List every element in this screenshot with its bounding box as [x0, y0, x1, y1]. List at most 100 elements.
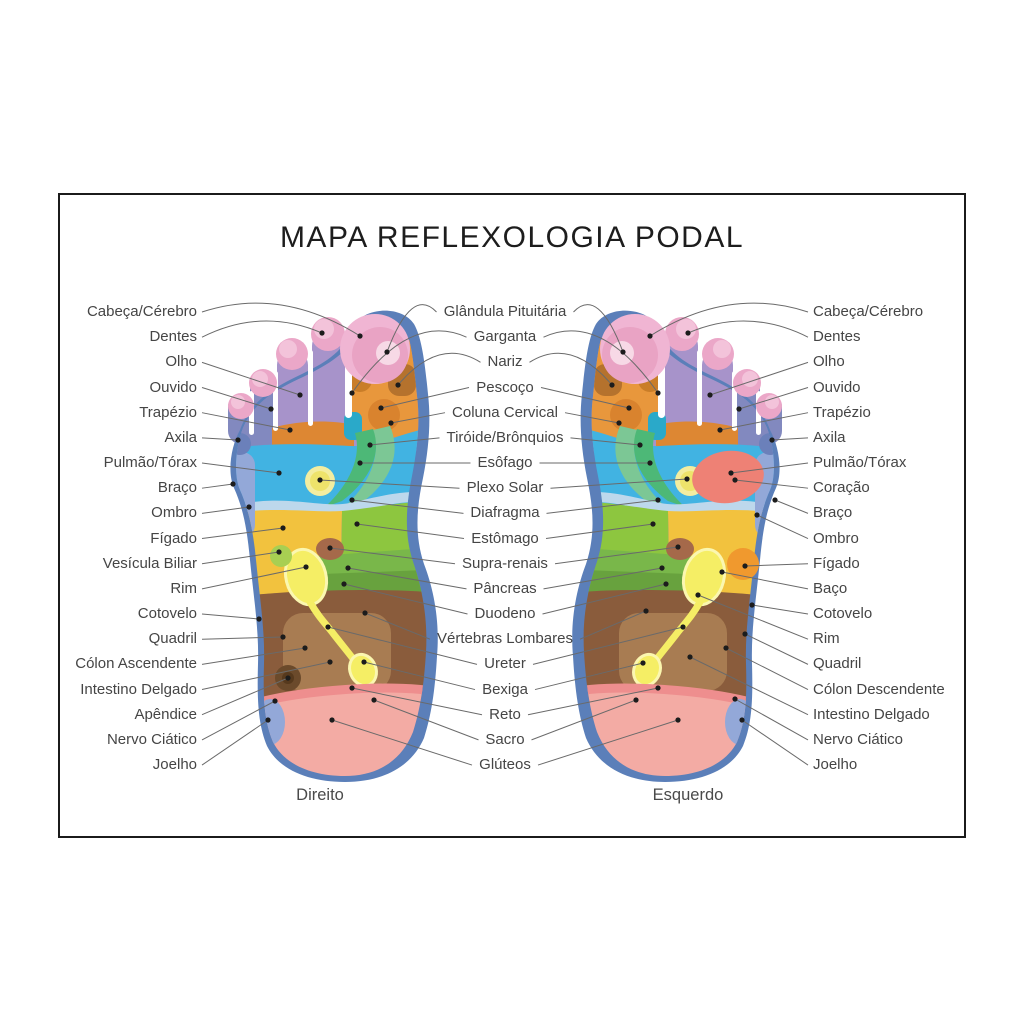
reflex-point-dot: [285, 675, 291, 681]
leader-line: [351, 330, 467, 394]
leader-line: [201, 661, 331, 691]
label-joelho: Joelho: [152, 756, 197, 774]
leader-line: [545, 523, 654, 540]
reflex-point-dot: [349, 390, 355, 396]
gallbladder-region: [270, 545, 292, 567]
leader-line: [738, 387, 809, 410]
label-reto: Reto: [489, 705, 521, 723]
reflex-point-dot: [707, 392, 713, 398]
reflex-point-dot: [327, 659, 333, 665]
leader-line: [751, 604, 809, 615]
leader-line: [741, 719, 809, 766]
leader-line: [331, 719, 473, 766]
caption-direito: Direito: [296, 786, 344, 804]
leader-line: [725, 647, 809, 690]
leader-line: [364, 612, 431, 640]
label-cotovelo: Cotovelo: [813, 605, 873, 623]
label-glandula-pituitaria: Glândula Pituitária: [443, 303, 567, 320]
reflex-point-dot: [265, 717, 271, 723]
leader-line: [386, 304, 437, 353]
reflex-point-dot: [349, 497, 355, 503]
label-quadril: Quadril: [813, 655, 862, 673]
reflex-point-dot: [395, 382, 401, 388]
leader-line: [201, 506, 250, 514]
reflex-point-dot: [276, 549, 282, 555]
reflex-point-dot: [626, 405, 632, 411]
label-pescoco: Pescoço: [476, 378, 534, 396]
label-olho: Olho: [813, 353, 845, 371]
reflex-point-dot: [287, 427, 293, 433]
reflex-point-dot: [388, 420, 394, 426]
reflex-point-dot: [367, 442, 373, 448]
label-cabeca-cerebro: Cabeça/Cérebro: [813, 303, 924, 320]
reflex-point-dot: [256, 616, 262, 622]
reflex-point-dot: [230, 481, 236, 487]
leader-line: [730, 462, 809, 474]
label-plexo-solar: Plexo Solar: [466, 479, 544, 497]
leader-line: [744, 563, 809, 567]
reflex-point-dot: [378, 405, 384, 411]
leader-line: [397, 352, 481, 386]
leader-line: [201, 302, 361, 337]
reflex-point-dot: [769, 437, 775, 443]
leader-line: [369, 437, 440, 446]
label-intestino-delgado: Intestino Delgado: [813, 705, 930, 723]
reflex-point-dot: [680, 624, 686, 630]
leader-line: [327, 626, 478, 665]
reflex-point-dot: [325, 624, 331, 630]
leader-line: [201, 361, 301, 396]
leader-line: [373, 699, 479, 741]
reflex-point-dot: [650, 521, 656, 527]
reflex-point-dot: [675, 717, 681, 723]
reflex-point-dot: [643, 608, 649, 614]
leader-line: [201, 462, 280, 474]
reflex-point-dot: [303, 564, 309, 570]
label-braco: Braço: [157, 479, 197, 497]
leader-line: [201, 387, 272, 410]
leader-line: [532, 626, 684, 665]
reflex-point-dot: [647, 460, 653, 466]
reflex-point-dot: [719, 569, 725, 575]
leader-line: [527, 687, 659, 716]
reflex-point-dot: [276, 470, 282, 476]
heart-region: [692, 450, 764, 504]
label-figado: Fígado: [150, 529, 197, 547]
reflex-point-dot: [349, 685, 355, 691]
label-nariz: Nariz: [487, 353, 523, 371]
label-trapezio: Trapézio: [139, 403, 197, 421]
reflex-point-dot: [235, 437, 241, 443]
label-nervo-ciatico: Nervo Ciático: [106, 730, 197, 748]
leader-line: [570, 437, 641, 446]
label-apendice: Apêndice: [134, 705, 197, 723]
leader-line: [709, 361, 809, 396]
label-rim: Rim: [813, 630, 840, 648]
caption-esquerdo: Esquerdo: [652, 786, 724, 804]
reflex-point-dot: [302, 645, 308, 651]
label-braco: Braço: [813, 504, 853, 522]
leader-line: [329, 547, 456, 565]
foot-left-esquerdo: [572, 311, 782, 782]
leader-line: [542, 583, 667, 615]
leader-line: [774, 499, 809, 514]
reflex-point-dot: [732, 696, 738, 702]
reflex-point-dot: [268, 406, 274, 412]
reflex-point-dot: [655, 390, 661, 396]
reflex-point-dot: [728, 470, 734, 476]
leader-line: [356, 523, 465, 540]
leader-line: [351, 499, 464, 514]
reflex-point-dot: [345, 565, 351, 571]
leader-line: [734, 698, 809, 741]
label-cotovelo: Cotovelo: [137, 605, 197, 623]
label-esofago: Esôfago: [477, 454, 533, 472]
label-olho: Olho: [165, 353, 197, 371]
label-coluna-cervical: Coluna Cervical: [452, 403, 558, 421]
label-bexiga: Bexiga: [482, 680, 528, 698]
label-baco: Baço: [813, 579, 848, 597]
reflex-point-dot: [616, 420, 622, 426]
reflex-point-dot: [246, 504, 252, 510]
leader-line: [771, 437, 809, 441]
reflex-point-dot: [742, 631, 748, 637]
leader-line: [697, 594, 809, 640]
reflex-point-dot: [655, 685, 661, 691]
